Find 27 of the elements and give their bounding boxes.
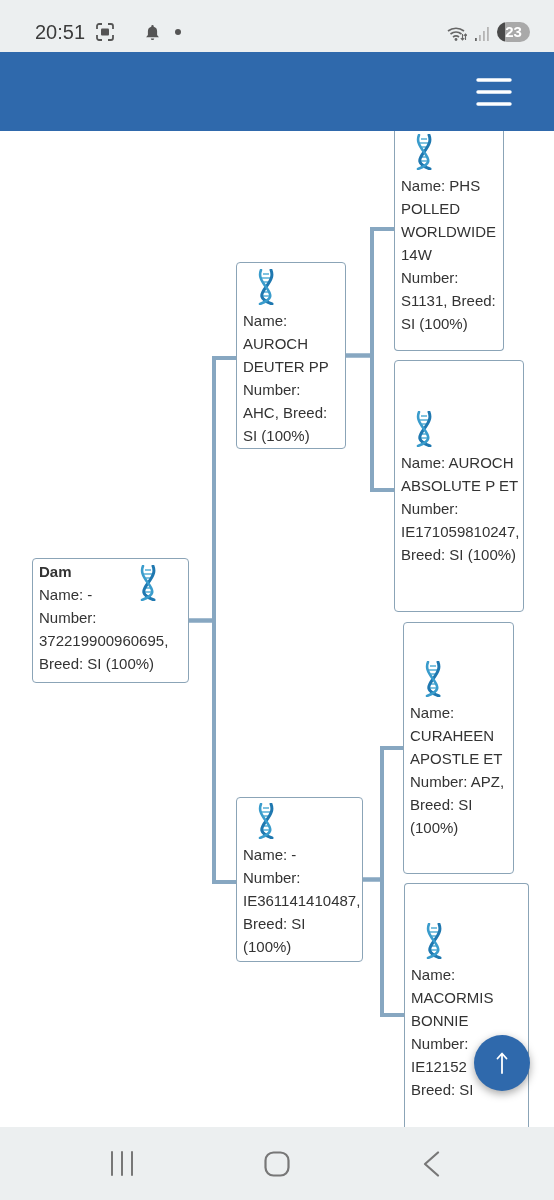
animal-details: Breed: SI bbox=[411, 1081, 474, 1098]
animal-name: Name: AUROCH DEUTER PP bbox=[243, 312, 329, 375]
pedigree-box bbox=[394, 360, 524, 612]
pedigree-box bbox=[394, 131, 504, 351]
connector-line bbox=[189, 618, 236, 884]
animal-name: Name: - bbox=[39, 586, 93, 603]
pedigree-box bbox=[32, 558, 189, 683]
pedigree-box bbox=[403, 622, 514, 874]
animal-details: Number: IE171059810247, Breed: SI (100%) bbox=[401, 500, 520, 563]
connector-line bbox=[346, 353, 394, 492]
pedigree-box bbox=[404, 883, 529, 1127]
animal-name: Name: - bbox=[243, 846, 297, 863]
animal-name: Name: PHS POLLED WORLDWIDE 14W bbox=[401, 177, 496, 263]
animal-details: Number: AHC, Breed: SI (100%) bbox=[243, 381, 328, 444]
pedigree-box bbox=[236, 262, 346, 449]
animal-details: Number: IE12152 bbox=[411, 1035, 469, 1075]
clock-time: 20:51 bbox=[35, 20, 86, 44]
animal-details: Number: S1131, Breed: SI (100%) bbox=[401, 269, 496, 332]
animal-details: Number: APZ, Breed: SI (100%) bbox=[410, 773, 505, 836]
pedigree-box bbox=[236, 797, 363, 962]
animal-details: Number: 372219900960695, Breed: SI (100%) bbox=[39, 609, 169, 672]
animal-details: Number: IE361141410487, Breed: SI (100%) bbox=[243, 869, 361, 955]
animal-name: Name: CURAHEEN APOSTLE ET bbox=[410, 704, 503, 767]
animal-name: Name: AUROCH ABSOLUTE P ET bbox=[401, 454, 519, 494]
connector-line bbox=[363, 877, 404, 1017]
animal-name: Name: MACORMIS BONNIE bbox=[411, 966, 494, 1029]
card-heading: Dam bbox=[39, 563, 72, 580]
